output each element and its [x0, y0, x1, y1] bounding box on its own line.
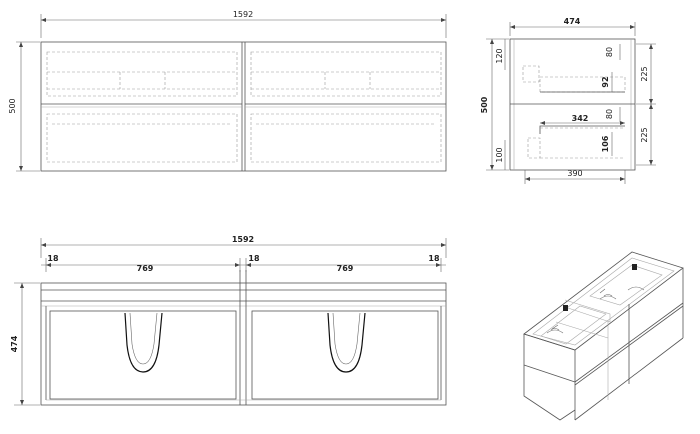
side-view: 474 500 120 100 342 80 — [480, 17, 656, 184]
side-inner-depth-label: 390 — [567, 169, 582, 178]
top-view: 1592 18 769 18 769 18 474 — [10, 235, 447, 406]
top-left-basin-label: 769 — [137, 264, 154, 273]
side-lower-drawer-label: 225 — [640, 127, 649, 142]
side-bottom-clear-label: 80 — [605, 109, 614, 119]
top-mid-panel-label: 18 — [248, 254, 260, 263]
front-view: 1592 500 — [8, 10, 447, 172]
front-height-label: 500 — [8, 98, 17, 113]
top-width-label: 1592 — [232, 235, 254, 244]
side-upper-drawer-label: 225 — [640, 66, 649, 81]
front-width-label: 1592 — [233, 10, 253, 19]
side-height-label: 500 — [480, 96, 489, 113]
side-bottom-gap-label: 100 — [495, 147, 504, 162]
side-bottom-inner-label: 106 — [601, 135, 610, 152]
left-siphon-cutout — [124, 312, 163, 373]
side-depth-label: 474 — [564, 17, 581, 26]
side-top-gap-label: 120 — [495, 48, 504, 63]
side-drawer-depth-label: 342 — [572, 114, 589, 123]
top-left-panel-label: 18 — [47, 254, 59, 263]
isometric-view — [523, 251, 684, 421]
top-right-basin-label: 769 — [337, 264, 354, 273]
top-depth-label: 474 — [10, 335, 19, 352]
side-cabinet-outline — [509, 38, 636, 171]
front-cabinet-outline — [40, 41, 447, 172]
top-right-panel-label: 18 — [428, 254, 440, 263]
side-top-clear-label: 80 — [605, 47, 614, 57]
right-siphon-cutout — [327, 312, 366, 373]
side-top-inner-label: 92 — [601, 76, 610, 87]
top-cabinet-outline — [40, 282, 447, 406]
